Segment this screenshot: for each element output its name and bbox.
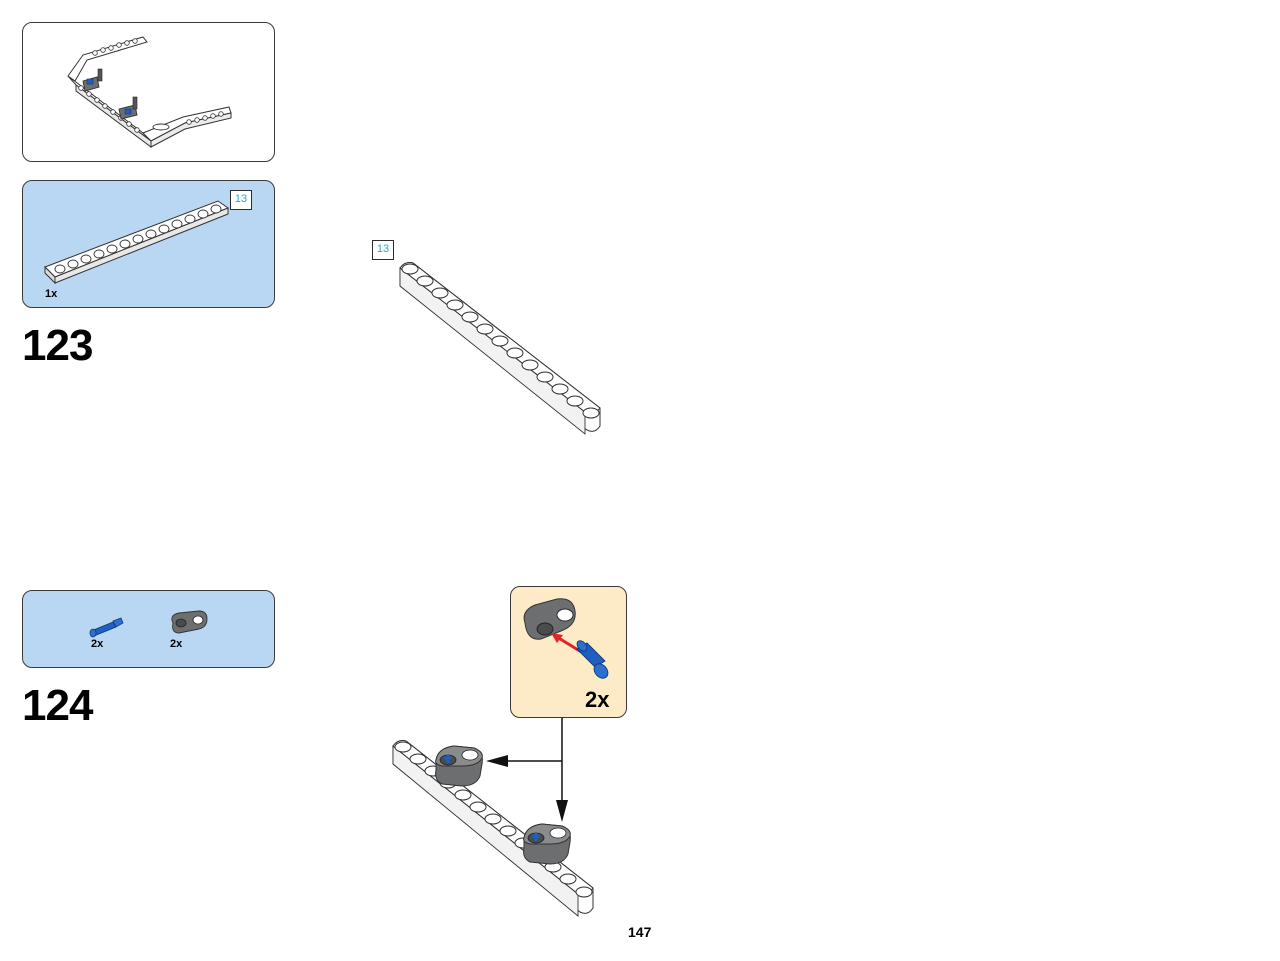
arrow-head-left-icon xyxy=(486,755,508,767)
blue-axle-pin-icon xyxy=(89,617,124,638)
sub-assembly-callout: 2x xyxy=(510,586,627,718)
dark-gray-beam-icon xyxy=(171,610,208,634)
mounted-gray-beam xyxy=(523,823,571,865)
step-123-parts-panel: 13 1x xyxy=(22,180,275,308)
arrow-head-down-icon xyxy=(556,800,568,822)
page-number: 147 xyxy=(628,924,652,940)
mounted-gray-beam xyxy=(435,745,483,787)
callout-quantity: 2x xyxy=(585,687,610,712)
step-number: 124 xyxy=(22,681,93,730)
assembly-beam-length-badge: 13 xyxy=(372,240,394,260)
part-quantity: 1x xyxy=(45,288,58,300)
part-quantity: 2x xyxy=(170,638,183,650)
beam-length-badge: 13 xyxy=(230,190,252,210)
step-124-assembly xyxy=(392,740,594,917)
beam-13-part-icon xyxy=(44,200,230,285)
step-123-assembly-beam xyxy=(399,262,601,435)
callout-illustration xyxy=(523,598,609,679)
part-quantity: 2x xyxy=(91,638,104,650)
step-124-parts-panel: 2x 2x xyxy=(22,590,275,668)
placement-arrows xyxy=(486,718,568,822)
model-preview-illustration xyxy=(67,36,232,148)
step-number: 123 xyxy=(22,321,93,370)
model-preview-panel xyxy=(22,22,275,162)
